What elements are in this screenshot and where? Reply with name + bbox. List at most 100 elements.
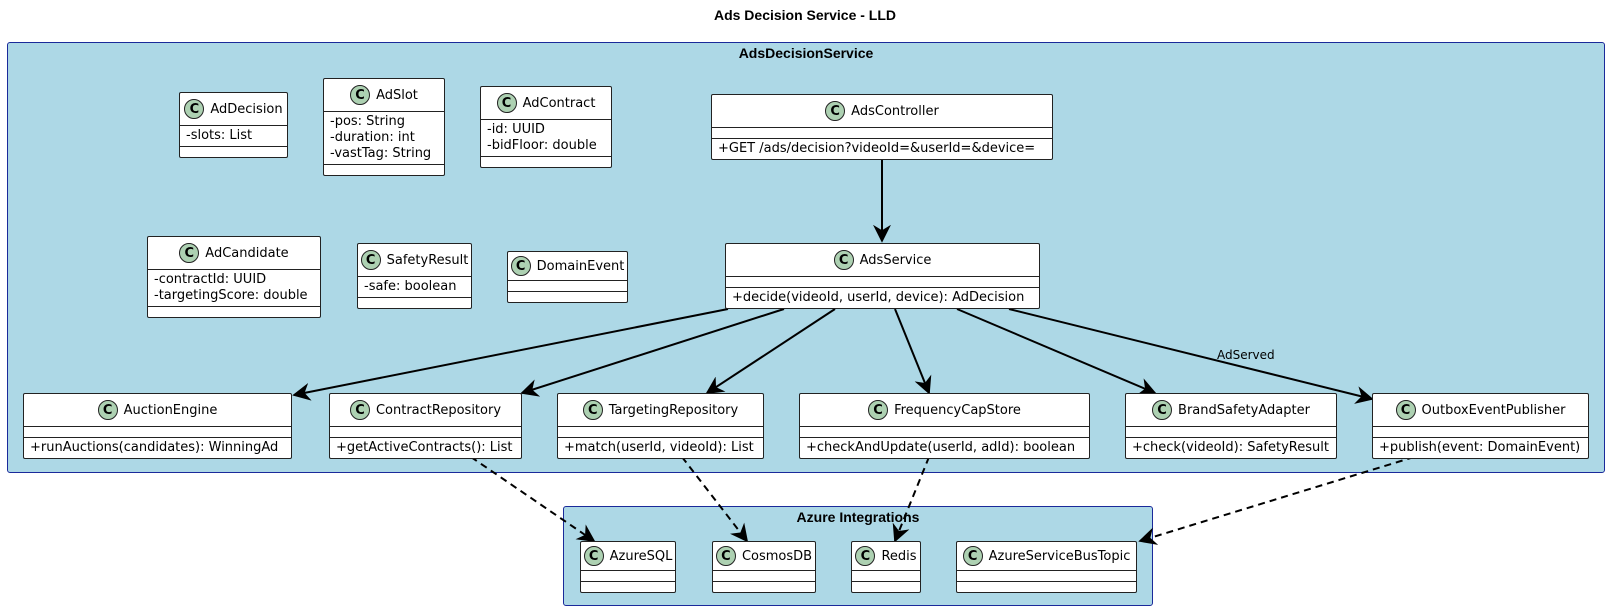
class-operations	[508, 292, 627, 302]
class-name: ContractRepository	[375, 402, 502, 418]
class-name: AdContract	[522, 95, 596, 111]
class-frequency-cap-store[interactable]: C FrequencyCapStore +checkAndUpdate(userId…	[799, 393, 1090, 459]
class-attributes	[712, 128, 1052, 139]
class-stereotype-icon: C	[582, 400, 603, 420]
class-header: C AdContract	[481, 87, 611, 120]
class-name: FrequencyCapStore	[894, 402, 1021, 418]
class-name: AdSlot	[376, 87, 418, 103]
class-name: AuctionEngine	[123, 402, 218, 418]
package-label: Azure Integrations	[796, 509, 920, 525]
class-name: AdCandidate	[205, 245, 289, 261]
class-operation: +check(videoId): SafetyResult	[1132, 440, 1329, 455]
class-attributes	[558, 427, 763, 438]
class-operations	[581, 582, 675, 592]
class-ad-slot[interactable]: C AdSlot -pos: String-duration: int-vastTa…	[323, 78, 445, 176]
class-operations	[713, 582, 815, 592]
class-attributes	[1126, 427, 1336, 438]
class-operations	[324, 165, 444, 175]
class-operations	[957, 582, 1136, 592]
class-attributes	[581, 571, 675, 582]
class-operations: +check(videoId): SafetyResult	[1126, 438, 1336, 458]
class-operations: +publish(event: DomainEvent)	[1373, 438, 1588, 458]
class-header: C FrequencyCapStore	[800, 394, 1089, 427]
diagram-title: Ads Decision Service - LLD	[713, 7, 897, 23]
class-operation: +publish(event: DomainEvent)	[1379, 440, 1581, 455]
class-attribute: -targetingScore: double	[154, 288, 308, 303]
class-attribute: -safe: boolean	[364, 279, 457, 294]
class-operation: +runAuctions(candidates): WinningAd	[30, 440, 279, 455]
class-operations	[358, 298, 471, 308]
edge-ContractRepository-to-AzureSQL	[470, 456, 596, 543]
class-attribute: -duration: int	[330, 130, 415, 145]
class-attribute: -id: UUID	[487, 122, 545, 137]
edge-FrequencyCapStore-to-Redis	[892, 456, 930, 543]
edge-AdsService-to-FrequencyCapStore	[894, 308, 932, 395]
class-domain-event[interactable]: C DomainEvent	[507, 251, 628, 303]
class-stereotype-icon: C	[1152, 400, 1173, 420]
class-operations	[481, 157, 611, 167]
class-operations: +checkAndUpdate(userId, adId): boolean	[800, 438, 1089, 458]
class-operations	[148, 307, 320, 317]
class-attributes	[508, 281, 627, 292]
class-attribute: -slots: List	[186, 128, 253, 143]
class-attributes: -safe: boolean	[358, 277, 471, 298]
class-name: AdsService	[859, 252, 932, 268]
class-ad-contract[interactable]: C AdContract -id: UUID-bidFloor: double	[480, 86, 612, 168]
class-operation: +decide(videoId, userId, device): AdDeci…	[732, 290, 1025, 305]
package-label: AdsDecisionService	[738, 45, 874, 61]
edge-AdsService-to-OutboxEventPublisher	[1008, 308, 1374, 404]
class-stereotype-icon: C	[496, 93, 517, 113]
class-attribute: -bidFloor: double	[487, 138, 597, 153]
class-name: AdsController	[851, 103, 939, 119]
class-operation: +GET /ads/decision?videoId=&userId=&devi…	[718, 141, 1036, 156]
class-stereotype-icon: C	[510, 256, 531, 276]
class-attributes	[713, 571, 815, 582]
class-stereotype-icon: C	[350, 85, 371, 105]
class-operations	[852, 582, 920, 592]
class-name: DomainEvent	[536, 258, 625, 274]
class-stereotype-icon: C	[868, 400, 889, 420]
class-header: C DomainEvent	[508, 252, 627, 281]
class-header: C AdSlot	[324, 79, 444, 112]
class-attribute: -pos: String	[330, 114, 405, 129]
class-attributes	[1373, 427, 1588, 438]
class-header: C AdsService	[726, 244, 1039, 277]
class-attributes	[24, 427, 291, 438]
class-name: CosmosDB	[741, 548, 813, 564]
class-ads-service[interactable]: C AdsService +decide(videoId, userId, devi…	[725, 243, 1040, 309]
class-operations: +GET /ads/decision?videoId=&userId=&devi…	[712, 139, 1052, 159]
class-attributes: -pos: String-duration: int-vastTag: Stri…	[324, 112, 444, 165]
class-name: SafetyResult	[386, 252, 469, 268]
class-operation: +match(userId, videoId): List	[564, 440, 754, 455]
class-stereotype-icon: C	[583, 546, 604, 566]
class-stereotype-icon: C	[855, 546, 876, 566]
class-name: AdDecision	[210, 101, 283, 117]
class-stereotype-icon: C	[833, 250, 854, 270]
class-stereotype-icon: C	[179, 243, 200, 263]
class-operations: +match(userId, videoId): List	[558, 438, 763, 458]
edge-TargetingRepository-to-CosmosDB	[681, 456, 749, 543]
